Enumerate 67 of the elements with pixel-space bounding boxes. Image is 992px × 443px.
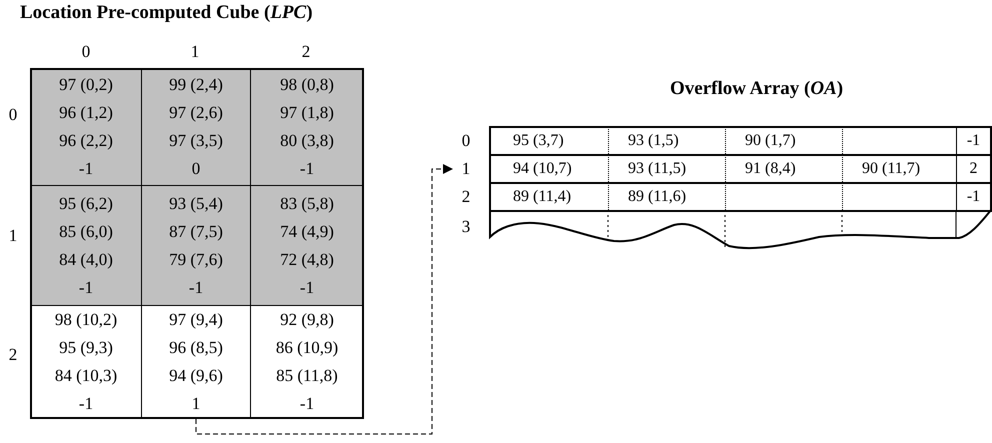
cell-value: -1	[300, 276, 314, 298]
cell-value: 72 (4,8)	[280, 248, 334, 270]
cell-value: -1	[78, 276, 94, 298]
array-entry: 90 (1,7)	[745, 131, 796, 151]
array-entry: 95 (3,7)	[513, 131, 564, 151]
cell-value: 79 (7,6)	[169, 248, 223, 270]
row-index: 1	[8, 226, 18, 246]
cell-value: 84 (4,0)	[59, 248, 113, 270]
pointer-value: -1	[966, 131, 982, 151]
cell-value: 96 (2,2)	[59, 130, 113, 152]
cell-value: -1	[300, 393, 314, 415]
column-index: 1	[190, 42, 200, 62]
table-cell	[30, 185, 142, 306]
array-entry: 90 (11,7)	[862, 159, 920, 179]
cell-value: 83 (5,8)	[280, 192, 334, 214]
cell-value: 97 (9,4)	[169, 309, 223, 331]
cell-value: 95 (9,3)	[59, 337, 113, 359]
cell-value: 93 (5,4)	[169, 192, 223, 214]
dashed-arrow	[196, 164, 453, 434]
table-cell	[141, 185, 251, 306]
cell-value: -1	[78, 393, 94, 415]
cell-value: 97 (3,5)	[169, 130, 223, 152]
cell-value: 98 (10,2)	[54, 309, 118, 331]
array-entry: 89 (11,4)	[513, 187, 572, 207]
cell-value: 84 (10,3)	[54, 365, 118, 387]
cell-value: 85 (6,0)	[59, 220, 113, 242]
pointer-value: 2	[968, 159, 978, 179]
cell-value: 96 (8,5)	[169, 337, 223, 359]
array-entry: 94 (10,7)	[513, 159, 572, 179]
array-entry: 91 (8,4)	[745, 159, 796, 179]
cell-value: 80 (3,8)	[280, 130, 334, 152]
row-index: 0	[460, 131, 472, 151]
table-cell	[250, 185, 364, 306]
table-title: Location Pre-computed Cube (LPC)	[20, 2, 313, 24]
row-index: 2	[460, 187, 472, 207]
column-index: 2	[300, 42, 312, 62]
table-cell	[141, 68, 251, 186]
cell-value: 98 (0,8)	[280, 74, 334, 96]
array-entry: 93 (1,5)	[628, 131, 679, 151]
cell-value: 94 (9,6)	[169, 365, 223, 387]
cell-value: -1	[78, 158, 94, 180]
table-title: Overflow Array (OA)	[670, 78, 844, 100]
cell-value: 1	[192, 393, 200, 415]
cell-value: 92 (9,8)	[280, 309, 334, 331]
row-index: 3	[460, 217, 472, 237]
cell-value: 85 (11,8)	[276, 365, 338, 387]
pointer-value: -1	[966, 187, 982, 207]
row-index: 0	[8, 105, 18, 125]
array-entry: 93 (11,5)	[628, 159, 686, 179]
cell-value: 74 (4,9)	[280, 220, 334, 242]
cell-value: 86 (10,9)	[276, 337, 338, 359]
cell-value: 97 (1,8)	[280, 102, 334, 124]
cell-value: 97 (2,6)	[169, 102, 223, 124]
column-index: 0	[80, 42, 92, 62]
cell-value: 95 (6,2)	[59, 192, 113, 214]
cell-value: 97 (0,2)	[59, 74, 113, 96]
cell-value: 99 (2,4)	[169, 74, 223, 96]
table-cell	[250, 68, 364, 186]
cell-value: -1	[188, 276, 204, 298]
cell-value: 0	[192, 158, 200, 180]
cell-value: -1	[300, 158, 314, 180]
array-entry: 89 (11,6)	[628, 187, 686, 207]
table-cell	[30, 68, 142, 186]
cell-value: 96 (1,2)	[59, 102, 113, 124]
cell-value: 87 (7,5)	[169, 220, 223, 242]
row-index: 1	[460, 159, 472, 179]
row-index: 2	[8, 345, 18, 365]
